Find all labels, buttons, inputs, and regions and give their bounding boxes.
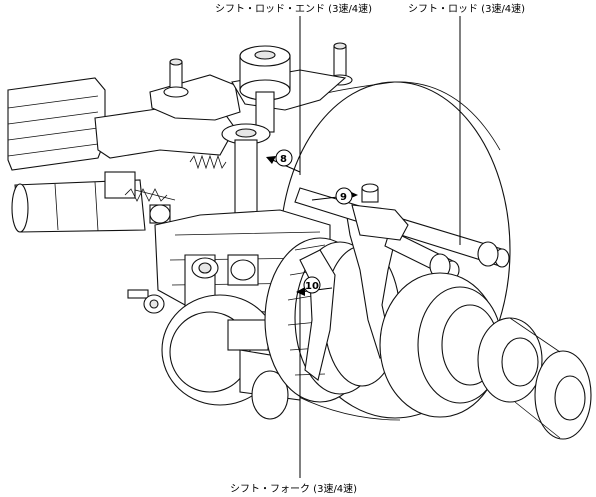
label-shift-rod: シフト・ロッド (3速/4速) xyxy=(408,3,525,15)
callout-10: 10 xyxy=(296,276,333,296)
mount-bolt xyxy=(127,289,165,314)
detent-spring xyxy=(124,188,171,224)
spring-upper xyxy=(189,154,227,170)
shift-rod-end xyxy=(221,45,291,257)
rod-clamp-bolt xyxy=(351,183,409,241)
shift-lever-bracket xyxy=(7,74,241,171)
label-shift-fork: シフト・フォーク (3速/4速) xyxy=(230,483,357,495)
callout-9-number: 9 xyxy=(340,192,347,203)
shift-rod-lower xyxy=(384,229,460,280)
callout-8: 8 xyxy=(266,149,301,173)
shift-fork xyxy=(299,204,396,381)
output-shaft-discs xyxy=(379,272,592,440)
bracket-stud-left xyxy=(163,58,189,98)
callout-8-number: 8 xyxy=(280,154,287,165)
callout-9: 9 xyxy=(311,187,358,205)
bracket-stud-right xyxy=(327,42,353,86)
callout-10-number: 10 xyxy=(305,281,319,292)
label-shift-rod-end: シフト・ロッド・エンド (3速/4速) xyxy=(215,3,372,15)
